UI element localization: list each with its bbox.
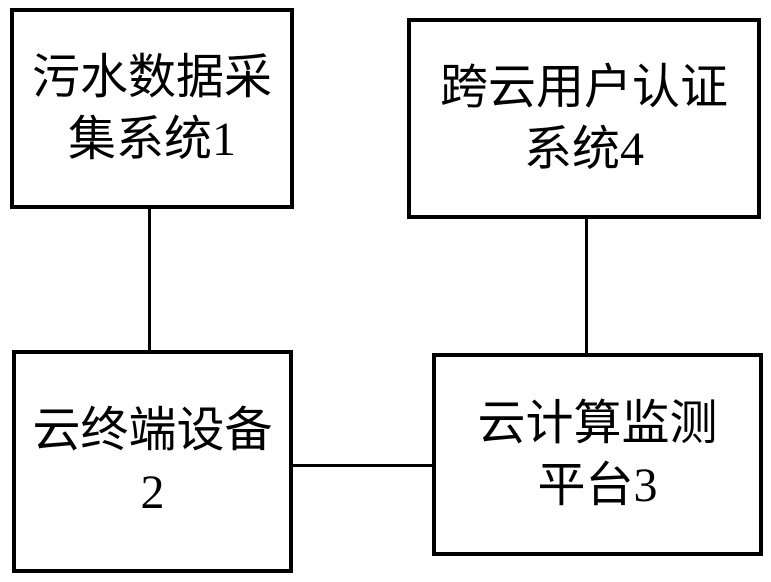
sewage-data-collection-system-box: 污水数据采 集系统1: [10, 8, 294, 209]
box-label-line: 平台3: [537, 458, 658, 512]
box-label-line: 跨云用户认证: [439, 60, 728, 114]
cloud-computing-monitoring-platform-box: 云计算监测 平台3: [432, 353, 763, 556]
connector-sewage-to-terminal: [148, 209, 151, 350]
cloud-terminal-device-box: 云终端设备 2: [12, 350, 293, 573]
box-label-line: 集系统1: [67, 112, 236, 166]
box-label-line: 云计算监测: [477, 396, 718, 450]
connector-auth-to-platform: [585, 219, 588, 353]
box-label-line: 云终端设备: [32, 403, 273, 457]
box-label-line: 2: [140, 465, 165, 519]
connector-terminal-to-platform: [293, 464, 432, 467]
cross-cloud-user-auth-system-box: 跨云用户认证 系统4: [407, 18, 761, 219]
box-label-line: 系统4: [523, 122, 644, 176]
box-label-line: 污水数据采: [31, 50, 272, 104]
